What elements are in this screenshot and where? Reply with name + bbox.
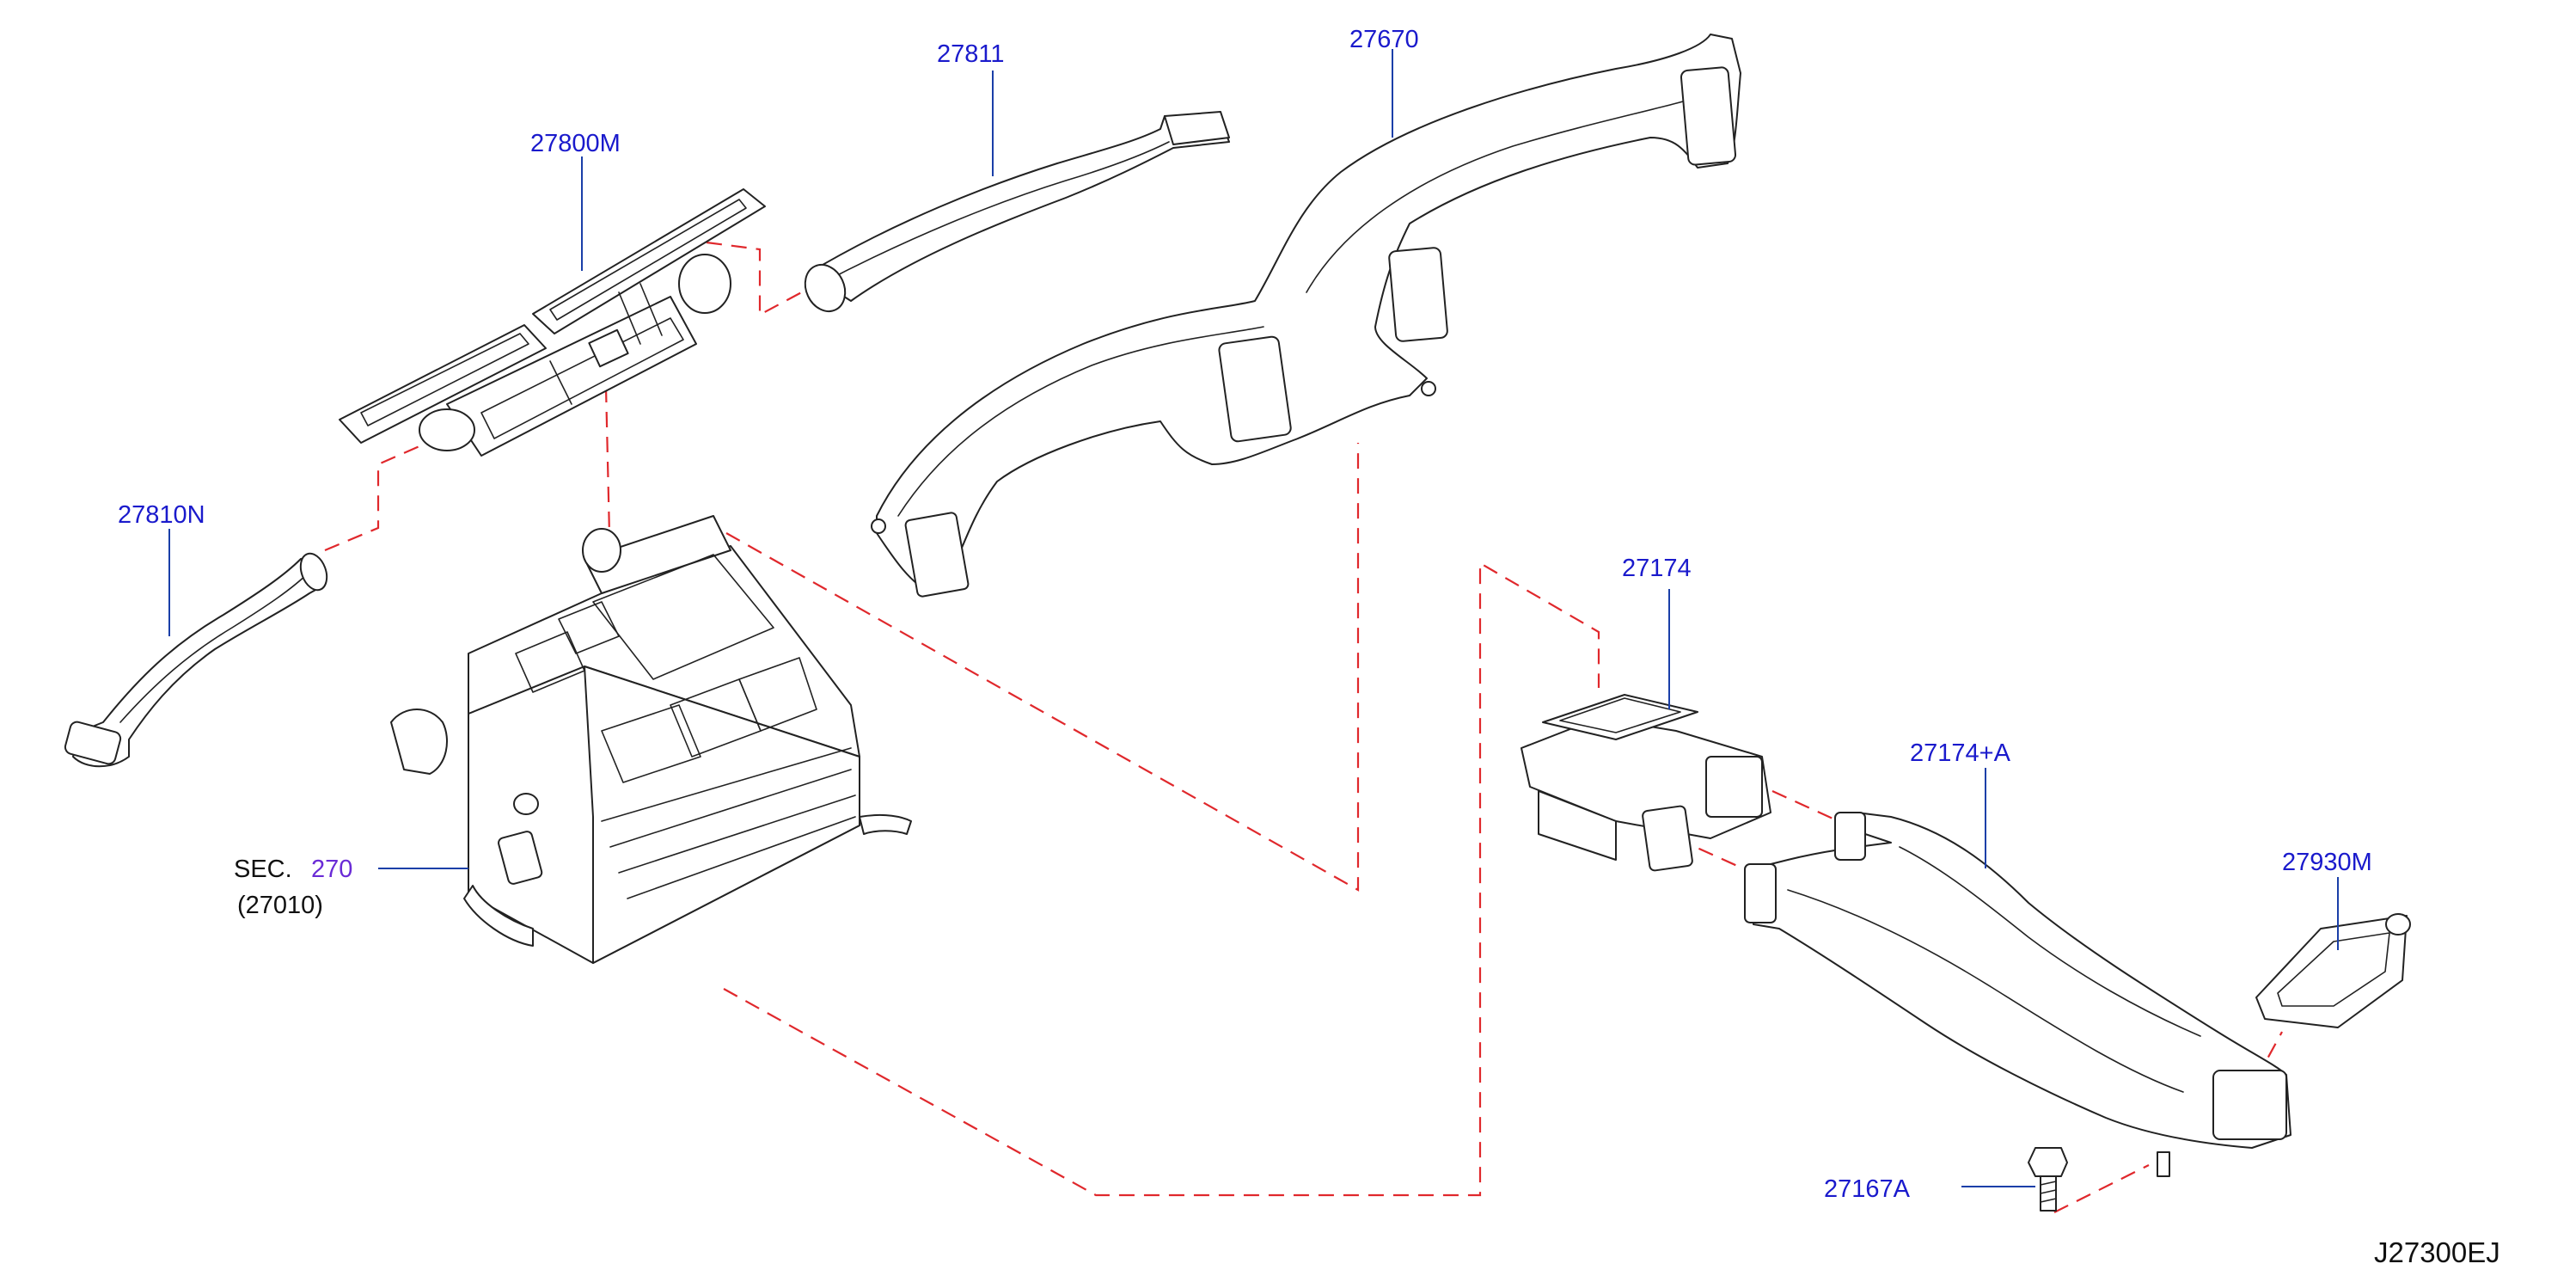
dash-27800M-heater [604, 386, 614, 646]
dash-27810N-27800M [324, 432, 448, 552]
label-27670: 27670 [1349, 26, 1419, 53]
label-27174: 27174 [1622, 555, 1692, 582]
bolt-27167A [2028, 1147, 2068, 1212]
duct-27930M [2255, 913, 2411, 1028]
leader-lines [168, 49, 2339, 1187]
duct-27174A [1744, 812, 2291, 1177]
label-27174A: 27174+A [1910, 739, 2011, 767]
duct-27174 [1521, 694, 1771, 872]
label-27811: 27811 [937, 40, 1005, 68]
dash-bolt-duct [2053, 1164, 2150, 1213]
dash-27174-27174A [1771, 789, 1849, 827]
duct-27811 [804, 111, 1230, 313]
label-27800M: 27800M [530, 130, 621, 157]
duct-27800M [339, 188, 766, 457]
section-number: 270 [311, 856, 352, 883]
duct-27810N [64, 552, 328, 768]
dash-27800M-27811 [706, 241, 809, 316]
heater-unit [390, 515, 912, 964]
dash-heater-27670 [725, 443, 1360, 892]
section-prefix: SEC. [234, 856, 292, 883]
section-ref: (27010) [237, 892, 323, 919]
diagram-code: J27300EJ [2374, 1236, 2500, 1268]
duct-27670 [871, 34, 1741, 598]
label-27810N: 27810N [118, 501, 205, 529]
dash-heater-27174 [723, 561, 1600, 1197]
labels: 27811 27670 27800M 27810N 27174 27174+A … [118, 26, 2500, 1268]
label-27930M: 27930M [2282, 849, 2372, 876]
label-27167A: 27167A [1824, 1175, 1911, 1203]
